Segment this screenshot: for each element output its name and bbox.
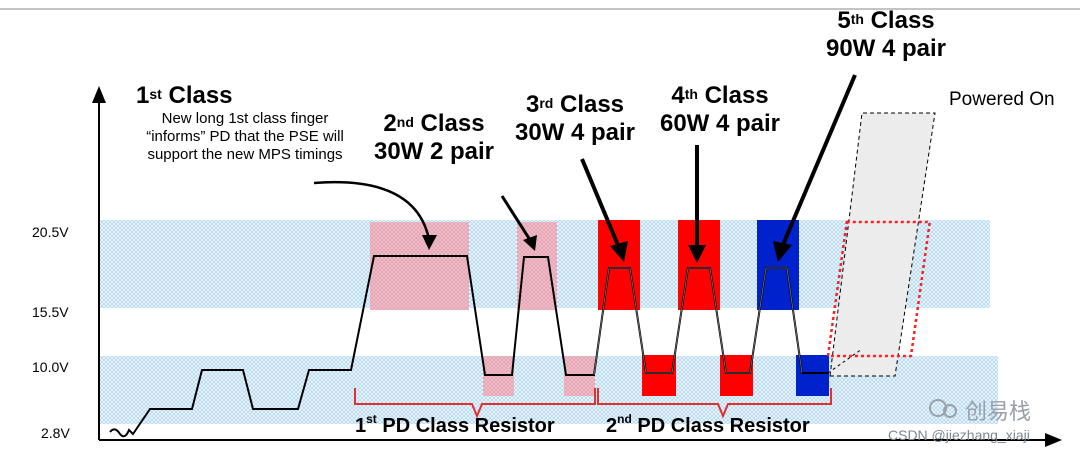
note-arrow (313, 180, 432, 246)
class2-arrow (500, 195, 534, 244)
class-2-power: 30W 2 pair (373, 138, 495, 165)
note-line-1: New long 1st class finger (161, 110, 329, 127)
bracket-1 (354, 388, 596, 419)
watermark-site: CSDN @jiezhang_xiaji (888, 427, 1030, 443)
class-2-heading: 2nd Class 30W 2 pair (364, 110, 504, 166)
class4-arrowhead (688, 245, 706, 263)
mark-window-3 (642, 355, 676, 396)
class3-arrow (580, 158, 622, 251)
voltage-label-20-5: 20.5V (32, 224, 69, 240)
class5-arrowhead (773, 241, 792, 262)
bracket-2-label: 2nd PD Class Resistor (606, 412, 810, 437)
class-window-1 (370, 222, 469, 310)
class-window-5 (757, 220, 799, 310)
bracket-1-label: 1st PD Class Resistor (355, 412, 555, 437)
class-1-note: New long 1st class finger “informs” PD t… (105, 110, 385, 164)
note-line-3: support the new MPS timings (147, 146, 343, 163)
mark-window-4 (720, 355, 753, 396)
watermark-brand: 创易栈 (965, 399, 1032, 424)
class2-arrowhead (523, 235, 537, 251)
class3-arrowhead (610, 241, 628, 262)
powered-on-window (826, 220, 932, 358)
class-4-heading: 4th Class 60W 4 pair (650, 82, 790, 138)
note-arrowhead (422, 235, 437, 250)
note-line-2: “informs” PD that the PSE will (146, 128, 344, 145)
waveform-continuation (827, 348, 863, 374)
class-5-power: 90W 4 pair (825, 35, 947, 62)
class-3-power: 30W 4 pair (514, 119, 636, 146)
voltage-label-10-0: 10.0V (32, 359, 69, 375)
class-3-heading: 3rd Class 30W 4 pair (505, 91, 645, 147)
class-4-power: 60W 4 pair (659, 110, 781, 137)
x-axis-arrow (1045, 433, 1062, 447)
mark-window-5 (796, 355, 829, 396)
voltage-label-15-5: 15.5V (32, 304, 69, 320)
class-5-heading: 5th Class 90W 4 pair (816, 7, 956, 63)
y-axis-arrow (92, 86, 106, 103)
powered-on-label: Powered On (949, 89, 1055, 110)
class-1-heading: 1st Class (136, 82, 233, 109)
powered-on-region (829, 112, 936, 377)
bracket-2 (597, 388, 832, 419)
voltage-label-2-8: 2.8V (41, 425, 70, 441)
watermark-logo-icon (929, 399, 957, 418)
class5-arrow (780, 74, 857, 248)
waveform-outline (593, 267, 803, 376)
